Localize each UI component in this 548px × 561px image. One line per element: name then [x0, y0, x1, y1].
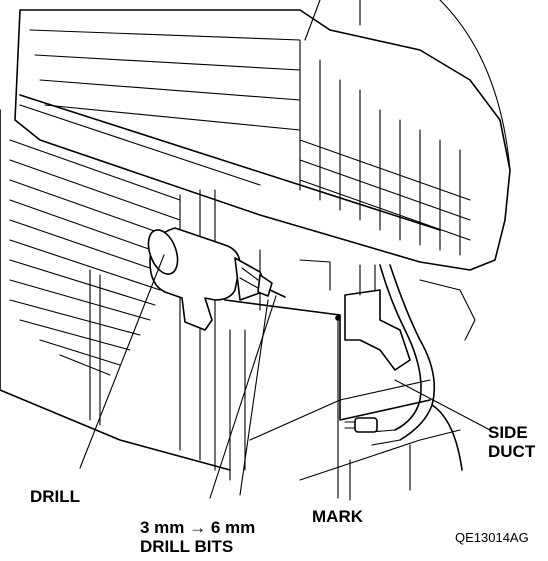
side-louvers: [0, 109, 231, 471]
mark-dot-icon: [335, 315, 341, 321]
upper-housing: [14, 0, 511, 271]
side-duct-shape: [344, 264, 476, 371]
drill-label: DRILL: [30, 487, 81, 506]
mark-label: MARK: [312, 507, 363, 526]
side-duct-label-line1: SIDE: [488, 423, 528, 442]
drill-icon: [147, 227, 286, 331]
leader-lines: [79, 254, 491, 499]
side-duct-label-line2: DUCT: [488, 442, 536, 461]
figure-code: QE13014AG: [455, 530, 529, 545]
drill-bits-size-label: 3 mm → 6 mm: [140, 518, 256, 537]
power-cord-icon: [344, 264, 463, 471]
drill-bits-label: DRILL BITS: [140, 537, 234, 556]
